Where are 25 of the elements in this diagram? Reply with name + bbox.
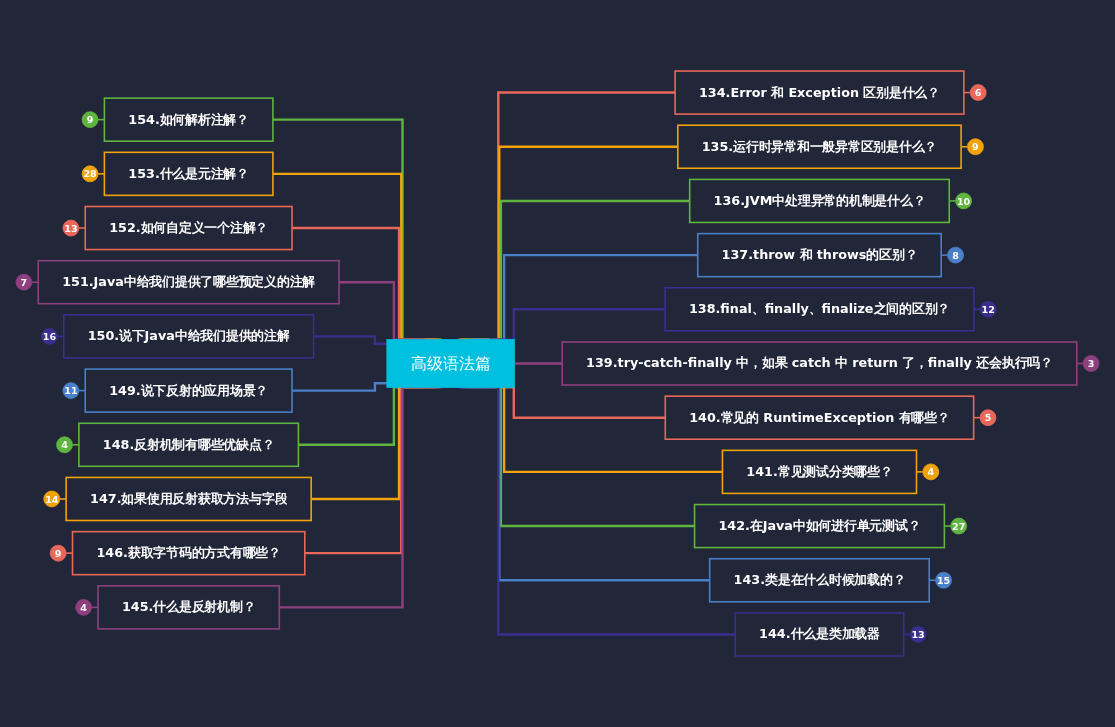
node-box: 139.try-catch-finally 中，如果 catch 中 return 了，finally 还会执行吗？ (561, 341, 1078, 386)
connector (514, 362, 563, 365)
node-box: 144.什么是类加载器 (734, 612, 905, 657)
node-box: 143.类是在什么时候加载的？ (708, 557, 931, 603)
node-box: 148.反射机制有哪些优缺点？ (78, 422, 300, 468)
node-box: 150.说下Java中给我们提供的注解 (62, 314, 315, 359)
node-box: 146.获取字节码的方式有哪些？ (71, 530, 306, 576)
node-box: 137.throw 和 throws的区别？ (696, 232, 942, 278)
connector (313, 335, 387, 345)
node-box: 140.常见的 RuntimeException 有哪些？ (664, 395, 975, 440)
node-box: 141.常见测试分类哪些？ (721, 449, 918, 495)
node-box: 151.Java中给我们提供了哪些预定义的注解 (37, 259, 340, 305)
node-box: 153.什么是元注解？ (103, 151, 274, 197)
node-box: 145.什么是反射机制？ (97, 585, 281, 630)
node-box: 154.如何解析注解？ (103, 97, 274, 142)
node-box: 152.如何自定义一个注解？ (84, 205, 293, 251)
node-box: 高级语法篇 (386, 339, 515, 388)
node-box: 134.Error 和 Exception 区别是什么？ (674, 70, 965, 115)
node-box: 149.说下反射的应用场景？ (84, 368, 293, 413)
node-box: 135.运行时异常和一般异常区别是什么？ (677, 124, 962, 170)
node-box: 142.在Java中如何进行单元测试？ (693, 503, 946, 549)
connector (292, 382, 387, 392)
node-box: 147.如果使用反射获取方法与字段 (65, 476, 312, 522)
node-box: 136.JVM中处理异常的机制是什么？ (688, 178, 951, 224)
node-box: 138.final、finally、finalize之间的区别？ (664, 287, 975, 332)
